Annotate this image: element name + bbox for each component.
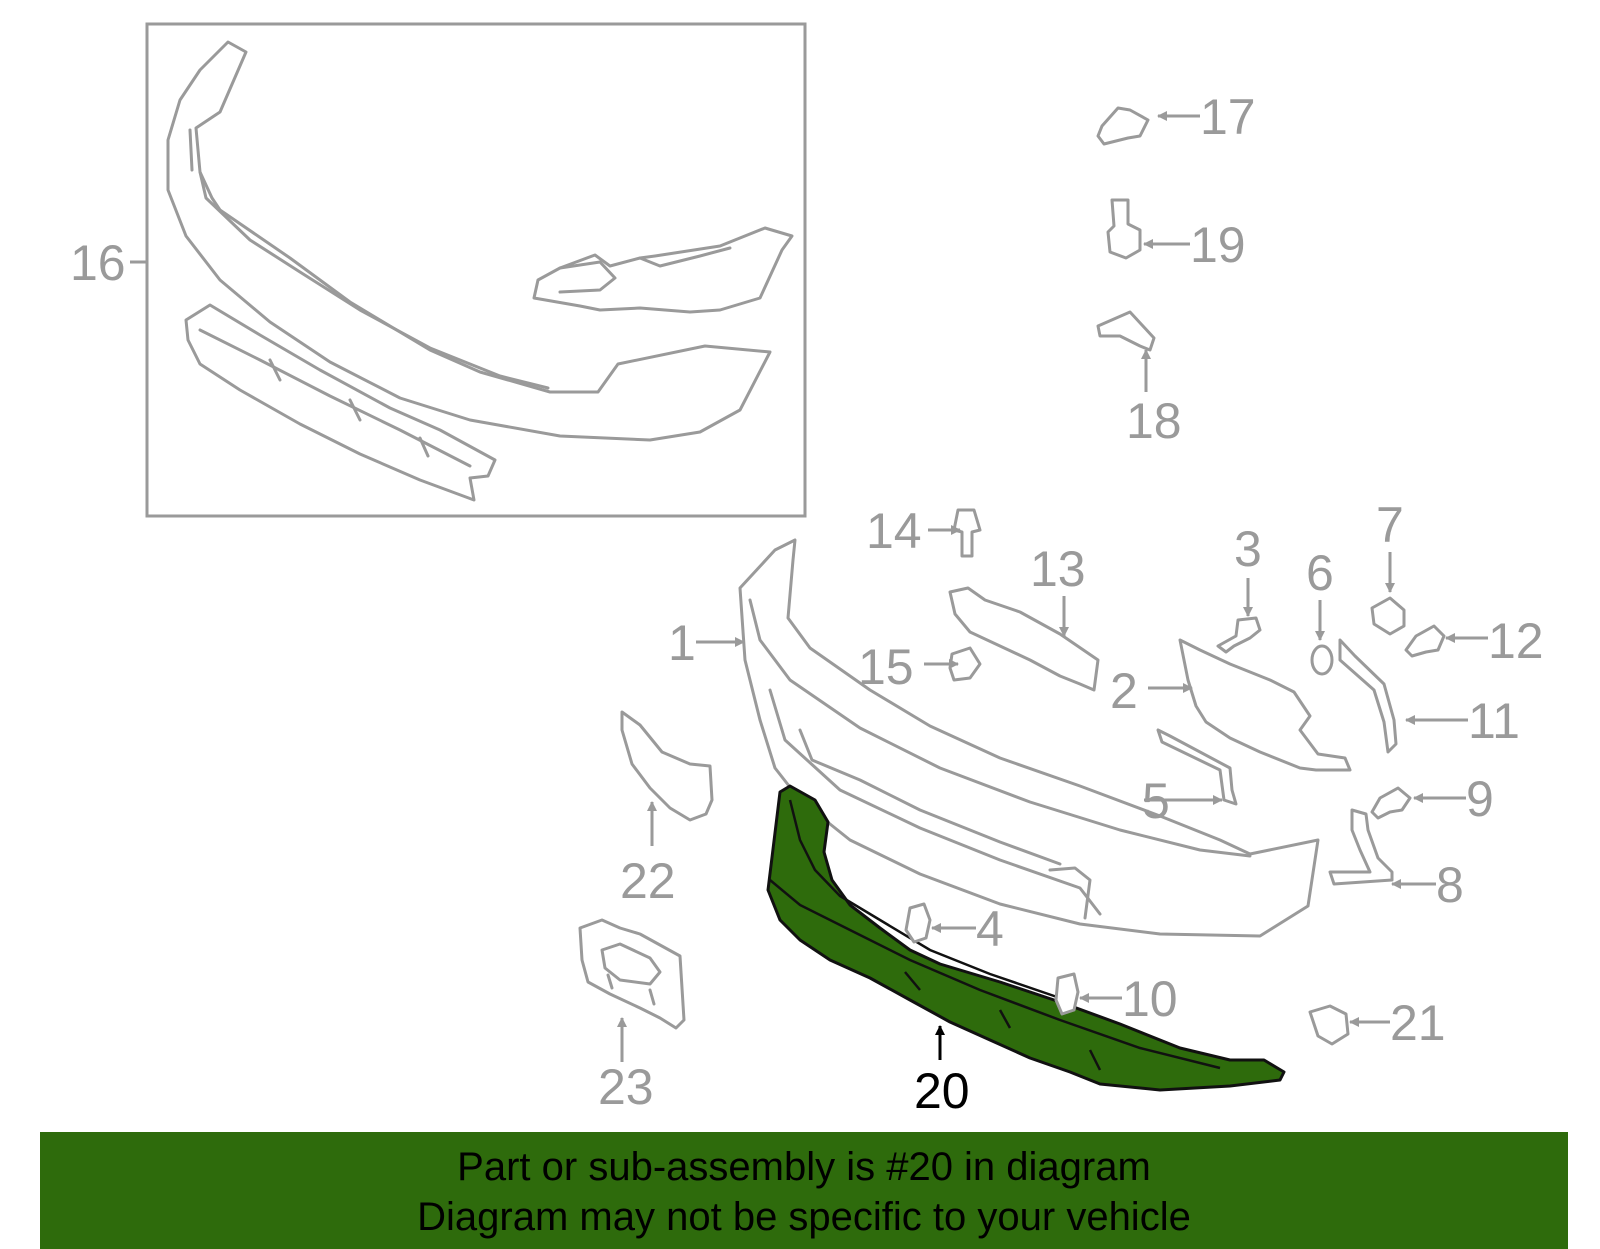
callout-3: 3	[1234, 521, 1262, 577]
part-19-bolt	[1106, 198, 1142, 260]
part-16-inset	[145, 22, 807, 518]
callout-2: 2	[1110, 663, 1138, 719]
part-18-clip	[1096, 310, 1156, 352]
part-3-bolt	[1216, 616, 1262, 654]
callout-14: 14	[866, 503, 922, 559]
part-7-nut	[1370, 596, 1406, 636]
part-5-clip	[1156, 728, 1238, 806]
part-14-bolt	[952, 508, 982, 558]
part-9-bolt	[1370, 786, 1412, 820]
callout-4: 4	[976, 901, 1004, 957]
callout-10: 10	[1122, 971, 1178, 1027]
banner-line-disclaimer: Diagram may not be specific to your vehi…	[417, 1195, 1191, 1239]
callout-labels: 16 17 19 18 14 13 15 1 2 5 3 6 7 12 11 9…	[70, 89, 1544, 1119]
part-20-valance-highlighted	[766, 784, 1286, 1092]
callout-19: 19	[1190, 217, 1246, 273]
callout-21: 21	[1390, 995, 1446, 1051]
part-11-strap	[1338, 638, 1398, 754]
callout-11: 11	[1468, 693, 1520, 749]
callout-7: 7	[1376, 497, 1404, 553]
part-23-license-bracket	[578, 918, 686, 1030]
part-22-bracket	[620, 710, 714, 822]
part-12-bolt	[1404, 624, 1446, 658]
part-10-clip	[1054, 972, 1080, 1016]
part-2-bracket	[1178, 638, 1352, 772]
callout-22: 22	[620, 853, 676, 909]
callout-6: 6	[1306, 545, 1334, 601]
callout-20: 20	[914, 1063, 970, 1119]
part-13-bracket	[948, 586, 1100, 692]
small-hardware	[904, 106, 1446, 1046]
part-21-clip	[1308, 1004, 1350, 1046]
callout-23: 23	[598, 1059, 654, 1115]
callout-12: 12	[1488, 613, 1544, 669]
callout-5: 5	[1142, 773, 1170, 829]
banner-line-part: Part or sub-assembly is #20 in diagram	[457, 1145, 1151, 1189]
part-6-washer	[1310, 644, 1334, 676]
callout-16: 16	[70, 235, 126, 291]
callout-17: 17	[1200, 89, 1256, 145]
part-8-strap	[1328, 808, 1394, 886]
info-banner: Part or sub-assembly is #20 in diagram D…	[40, 1132, 1568, 1249]
callout-15: 15	[858, 639, 914, 695]
callout-1: 1	[668, 615, 696, 671]
callout-9: 9	[1466, 771, 1494, 827]
callout-13: 13	[1030, 541, 1086, 597]
part-4-clip	[904, 902, 932, 944]
callout-18: 18	[1126, 393, 1182, 449]
part-17-bolt	[1096, 106, 1150, 146]
leader-lines	[130, 111, 1488, 1062]
callout-8: 8	[1436, 857, 1464, 913]
